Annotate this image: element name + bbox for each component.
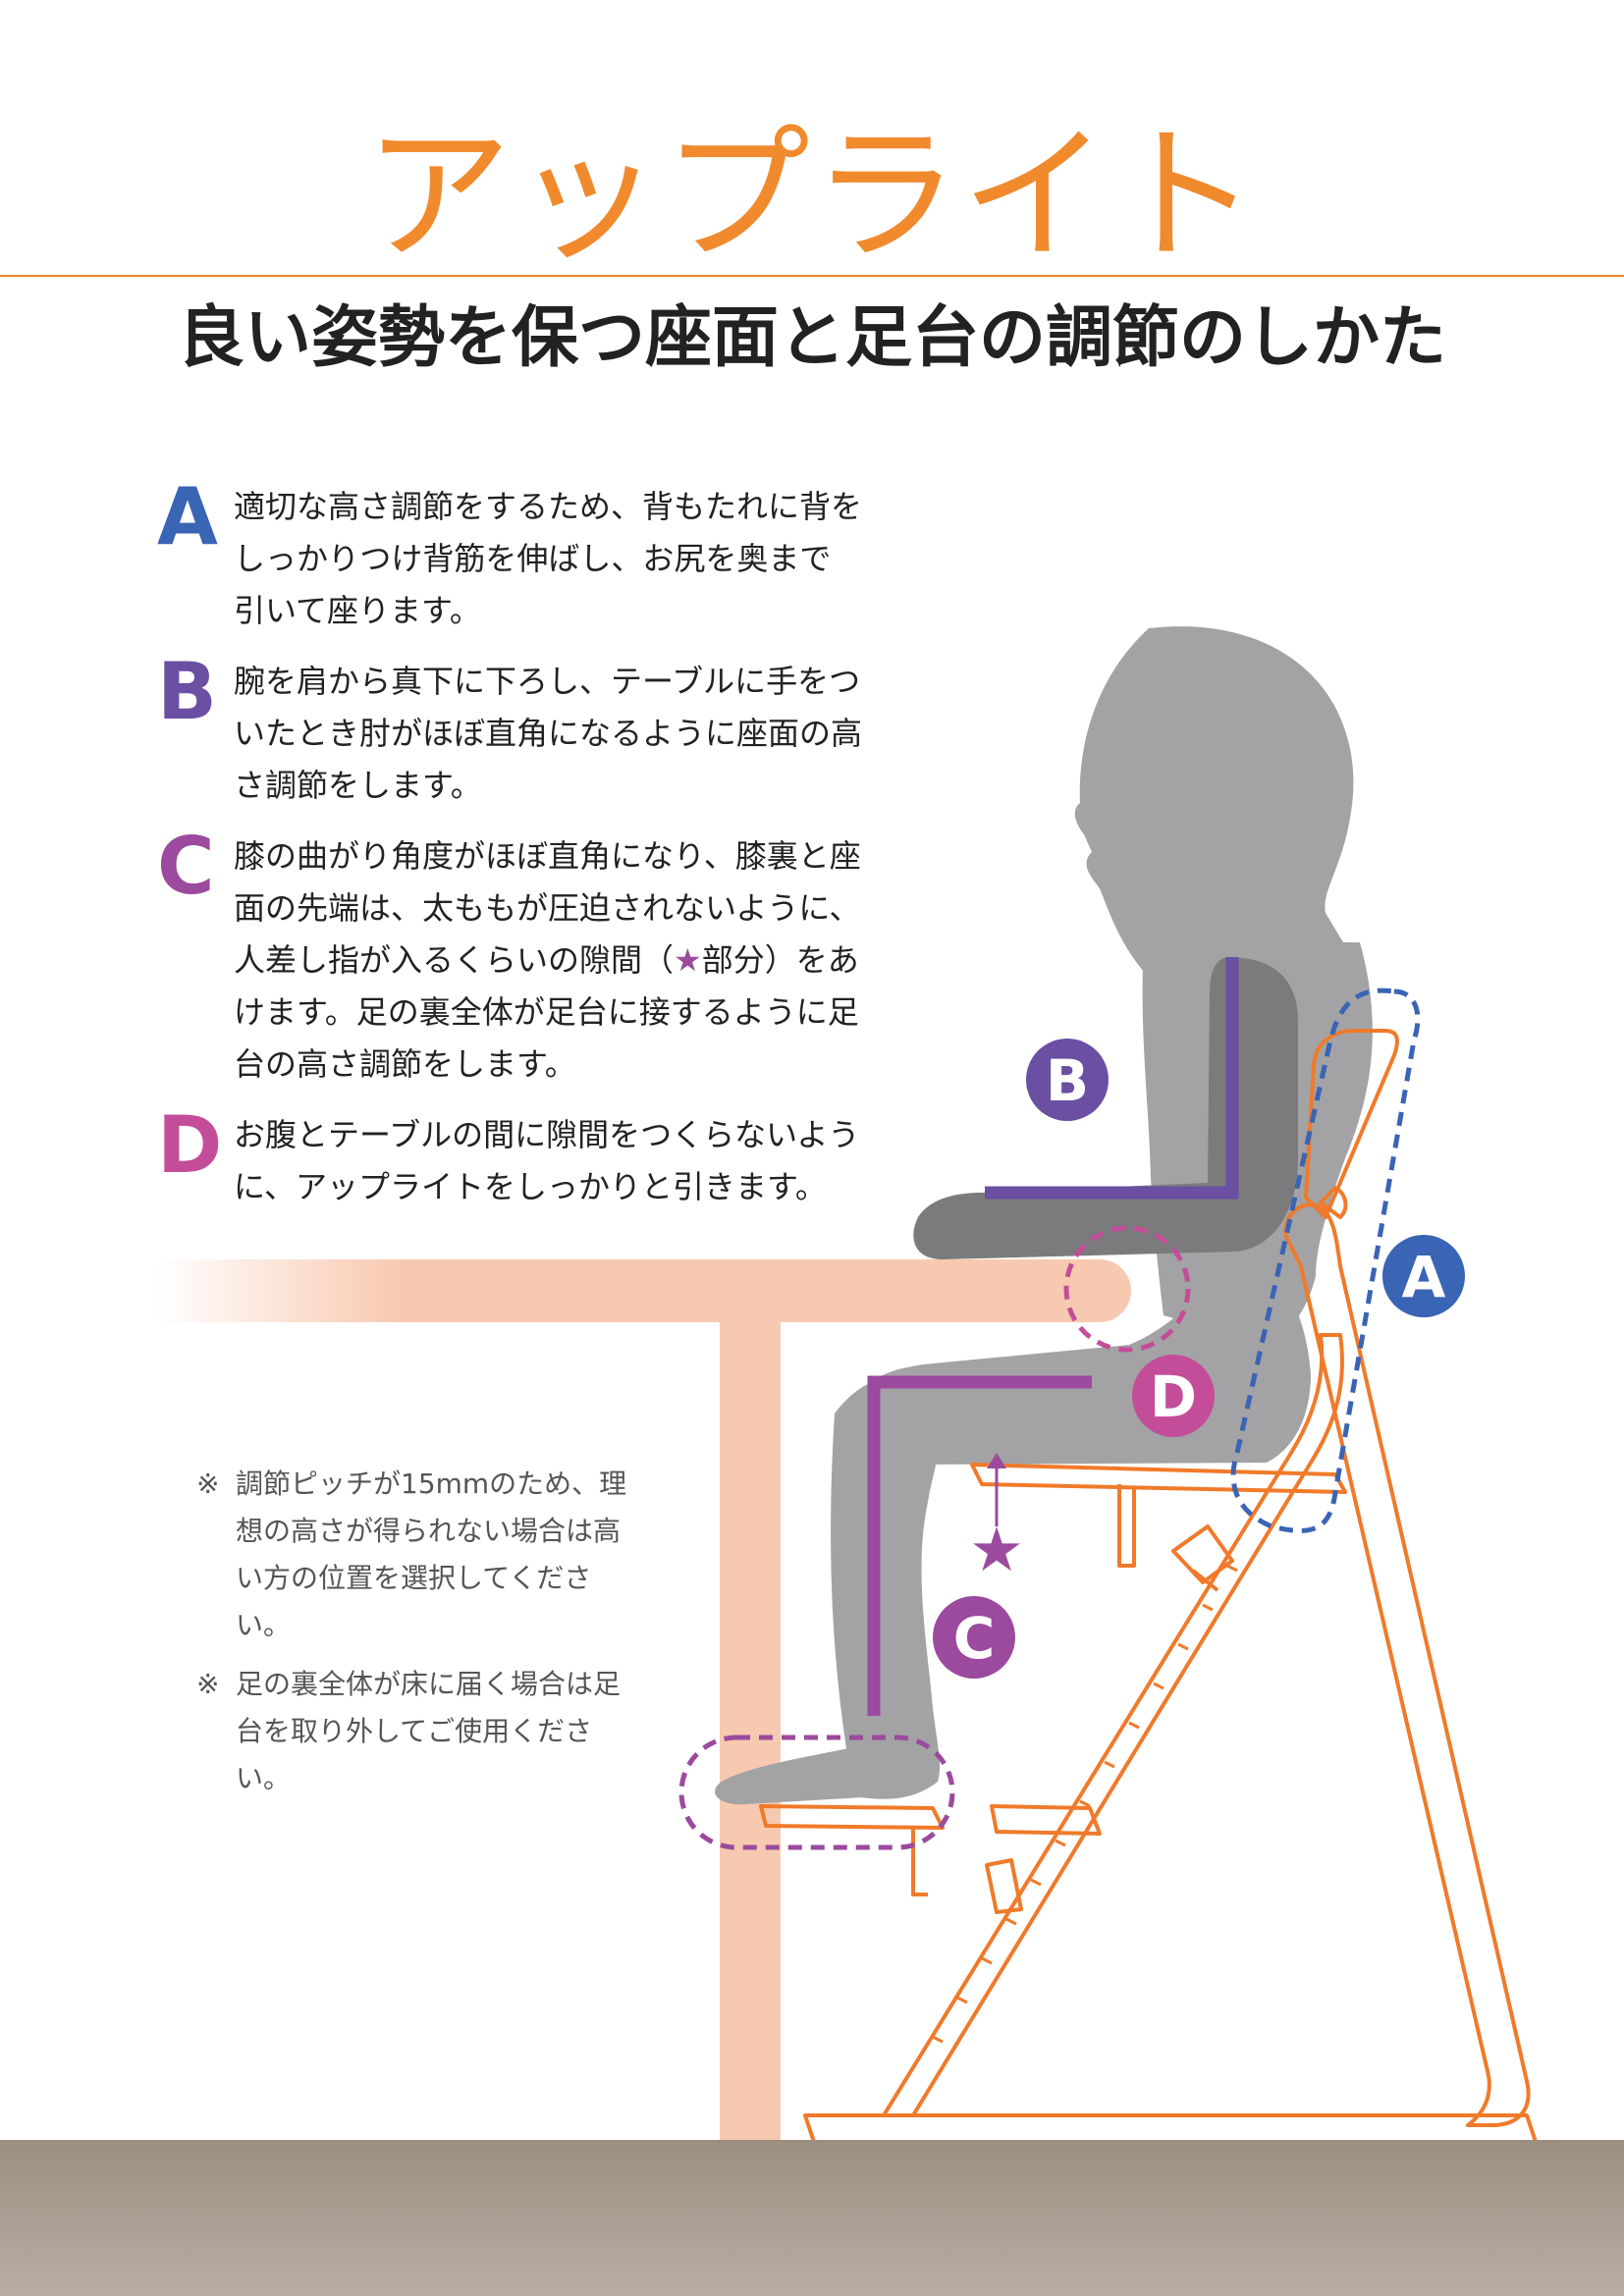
chair	[759, 1029, 1539, 2147]
instruction-text-d: お腹とテーブルの間に隙間をつくらないように、アップライトをしっかりと引きます。	[234, 1116, 860, 1205]
label-badge-c: C	[933, 1596, 1015, 1679]
chair-seat	[970, 1463, 1347, 1494]
note-2-text: 足の裏全体が床に届く場合は足台を取り外してご使用ください。	[236, 1668, 622, 1794]
chair-rear-upright	[1283, 1202, 1531, 2127]
table-top	[157, 1259, 1131, 1322]
chair-seat-support	[1117, 1484, 1136, 1568]
guide-b-elbow	[985, 957, 1239, 1200]
chair-seat-knob	[1171, 1524, 1234, 1592]
table	[157, 1259, 1131, 2140]
instruction-letter-c: C	[157, 821, 215, 912]
chair-front-leg	[882, 1333, 1344, 2117]
child-arm	[913, 957, 1298, 1259]
chair-footrest-support	[911, 1828, 928, 1896]
label-b-text: B	[1046, 1047, 1089, 1114]
label-badge-b: B	[1026, 1039, 1109, 1121]
chair-backrest	[1304, 1029, 1399, 1219]
label-badge-a: A	[1382, 1235, 1465, 1317]
highlight-a-back	[1230, 988, 1421, 1533]
chair-footrest-rear	[990, 1804, 1102, 1836]
label-d-text: D	[1150, 1363, 1197, 1430]
note-1-text: 調節ピッチが15mmのため、理想の高さが得られない場合は高い方の位置を選択してく…	[236, 1468, 627, 1641]
chair-footrest	[759, 1804, 945, 1830]
floor	[0, 2140, 1624, 2296]
posture-guides	[867, 957, 1239, 1716]
chair-rack-teeth	[932, 1564, 1238, 2044]
chair-footrest-knob	[985, 1858, 1023, 1914]
highlight-d-gap	[1063, 1225, 1191, 1353]
instruction-text-c-after: 部分）をあけます。足の裏全体が足台に接するように足台の高さ調節をします。	[234, 941, 859, 1083]
star-icon: ★	[674, 941, 702, 979]
page-subtitle: 良い姿勢を保つ座面と足台の調節のしかた	[177, 299, 1446, 377]
star-icon: ★	[969, 1514, 1024, 1585]
title-divider	[0, 275, 1624, 277]
star-indicator	[987, 1453, 1006, 1526]
instruction-letter-b: B	[157, 646, 217, 737]
note-mark: ※	[196, 1668, 220, 1700]
dashed-highlights	[678, 988, 1421, 1850]
highlight-c-feet	[678, 1735, 955, 1850]
chair-back-clip	[1319, 1186, 1348, 1219]
guide-c-knee	[867, 1375, 1092, 1716]
label-c-text: C	[953, 1605, 996, 1672]
instruction-letter-a: A	[157, 471, 218, 562]
table-leg	[720, 1322, 781, 2140]
instruction-text-b: 腕を肩から真下に下ろし、テーブルに手をついたとき肘がほぼ直角になるように座面の高…	[234, 663, 863, 804]
brand-title: アップライト	[363, 111, 1260, 282]
label-a-text: A	[1402, 1244, 1446, 1310]
instruction-text-c-before: 膝の曲がり角度がほぼ直角になり、膝裏と座面の先端は、太ももが圧迫されないように、…	[234, 837, 861, 979]
instruction-text-a: 適切な高さ調節をするため、背もたれに背をしっかりつけ背筋を伸ばし、お尻を奥まで引…	[234, 488, 863, 629]
label-badge-d: D	[1132, 1355, 1215, 1437]
note-mark: ※	[196, 1468, 220, 1500]
instruction-text-c: 膝の曲がり角度がほぼ直角になり、膝裏と座面の先端は、太ももが圧迫されないように、…	[234, 830, 862, 1091]
instruction-letter-d: D	[157, 1099, 223, 1191]
